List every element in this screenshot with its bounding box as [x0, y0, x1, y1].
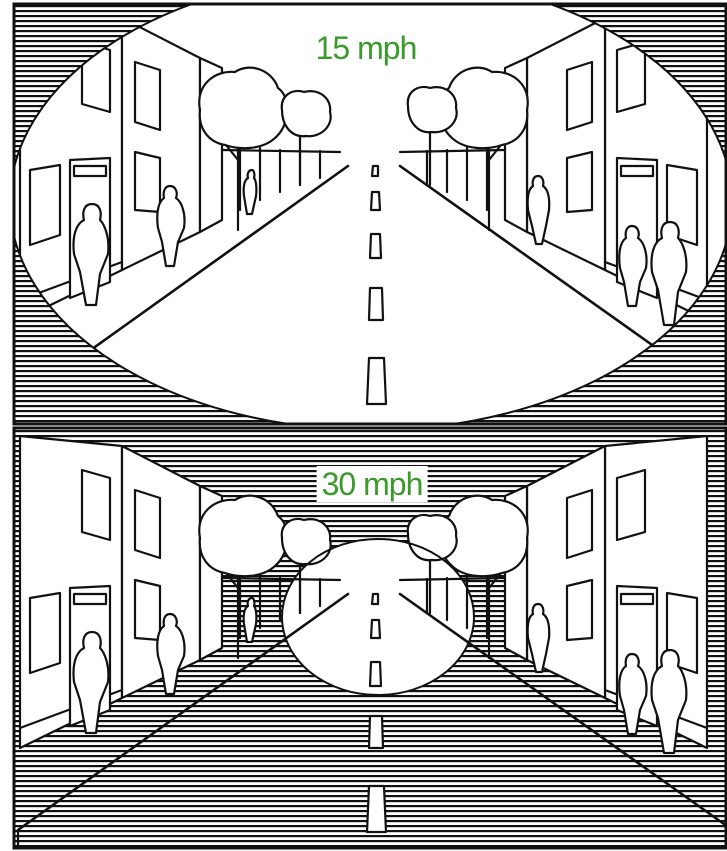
- speed-label-30mph: 30 mph: [317, 466, 428, 502]
- speed-label-15mph: 15 mph: [316, 32, 417, 64]
